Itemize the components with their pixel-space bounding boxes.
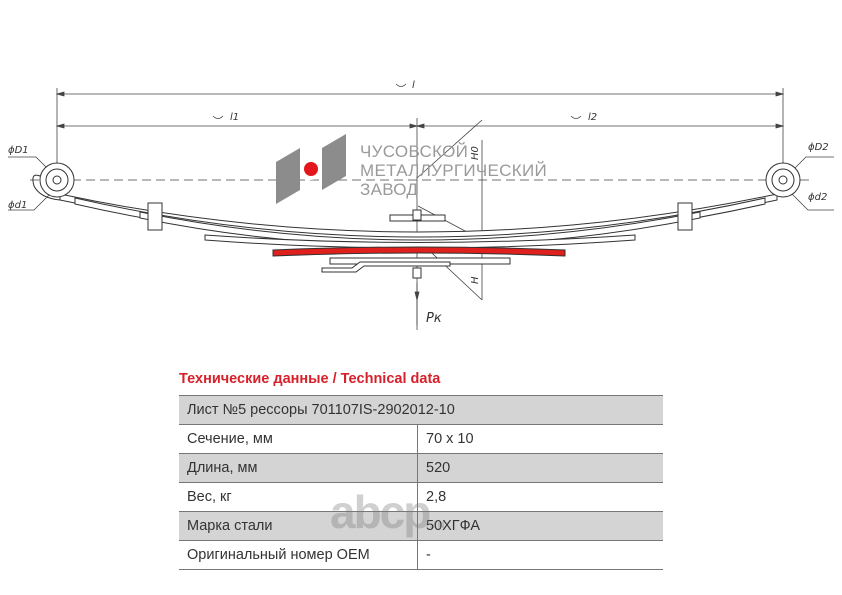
watermark-suffix: .ru (429, 517, 445, 531)
watermark-text: abcp (330, 486, 431, 538)
logo-line-2: МЕТАЛЛУРГИЧЕСКИЙ (360, 161, 547, 180)
label-D2: ϕD2 (808, 142, 829, 153)
company-logo: ЧУСОВСКОЙ МЕТАЛЛУРГИЧЕСКИЙ ЗАВОД (276, 134, 547, 204)
row-value: 520 (417, 453, 663, 483)
label-H0: H0 (470, 146, 481, 160)
highlighted-leaf-5 (272, 246, 566, 257)
row-label: Марка стали (179, 511, 418, 541)
leaf-spring-drawing: ЧУСОВСКОЙ МЕТАЛЛУРГИЧЕСКИЙ ЗАВОД l l1 l2… (8, 80, 834, 330)
watermark: abcp.ru (330, 485, 445, 539)
table-header-row: Лист №5 рессоры 701107IS-2902012-10 (179, 395, 663, 425)
table-row: Оригинальный номер OEM- (179, 540, 663, 570)
label-d2: ϕd2 (808, 192, 827, 203)
row-value: 70 x 10 (417, 424, 663, 454)
label-H: H (470, 276, 481, 284)
row-label: Оригинальный номер OEM (179, 540, 418, 570)
part-name: Лист №5 рессоры 701107IS-2902012-10 (179, 395, 663, 425)
label-D1: ϕD1 (8, 145, 29, 156)
section-title: Технические данные / Technical data (179, 371, 441, 387)
row-value: 2,8 (417, 482, 663, 512)
row-label: Сечение, мм (179, 424, 418, 454)
row-label: Вес, кг (179, 482, 418, 512)
spring-leaves (32, 162, 801, 279)
row-value: - (417, 540, 663, 570)
label-Pk: Pк (426, 311, 442, 326)
label-l1: l1 (230, 112, 239, 123)
technical-data-table: Лист №5 рессоры 701107IS-2902012-10 Сече… (179, 395, 663, 570)
label-l: l (412, 80, 415, 91)
logo-line-1: ЧУСОВСКОЙ (360, 142, 468, 161)
row-label: Длина, мм (179, 453, 418, 483)
right-eye (765, 162, 801, 198)
label-d1: ϕd1 (8, 200, 27, 211)
left-eye (32, 162, 75, 201)
label-l2: l2 (588, 112, 597, 123)
row-value: 50ХГФА (417, 511, 663, 541)
logo-line-3: ЗАВОД (360, 180, 418, 199)
